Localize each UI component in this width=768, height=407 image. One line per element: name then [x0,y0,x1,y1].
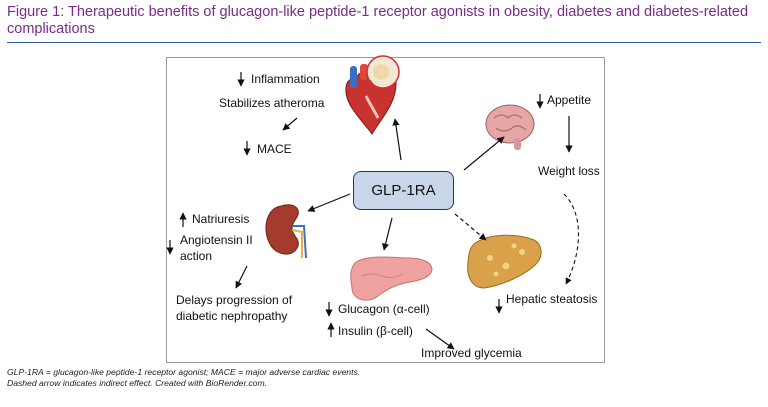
heart-mace-label: MACE [257,142,292,156]
figure-caption: GLP-1RA = glucagon-like peptide-1 recept… [7,367,360,389]
brain-icon [485,104,535,150]
figure-title: Figure 1: Therapeutic benefits of glucag… [7,4,749,37]
pancreas-insulin-label: Insulin (β-cell) [338,324,413,338]
title-rule [7,42,761,43]
kidney-action-label: action [180,249,213,263]
liver-steatosis-label: Hepatic steatosis [506,292,598,306]
brain-appetite-label: Appetite [547,93,592,107]
pancreas-glucagon-label: Glucagon (α-cell) [338,302,430,316]
caption-line-2: Dashed arrow indicates indirect effect. … [7,378,268,388]
kidney-natriuresis-label: Natriuresis [192,212,250,226]
glp1ra-hub: GLP-1RA [353,171,454,210]
heart-icon [345,55,400,135]
liver-icon [467,234,542,289]
pancreas-icon [350,256,433,301]
caption-line-1: GLP-1RA = glucagon-like peptide-1 recept… [7,367,361,377]
heart-atheroma-label: Stabilizes atheroma [219,96,325,110]
kidney-delays-label: Delays progression of [176,293,293,307]
pancreas-glycemia-label: Improved glycemia [421,346,522,360]
heart-inflammation-label: Inflammation [251,72,320,86]
kidney-angiotensin-label: Angiotensin II [180,233,253,247]
kidney-nephropathy-label: diabetic nephropathy [176,309,288,323]
kidney-icon [265,204,307,259]
brain-weightloss-label: Weight loss [538,164,600,178]
